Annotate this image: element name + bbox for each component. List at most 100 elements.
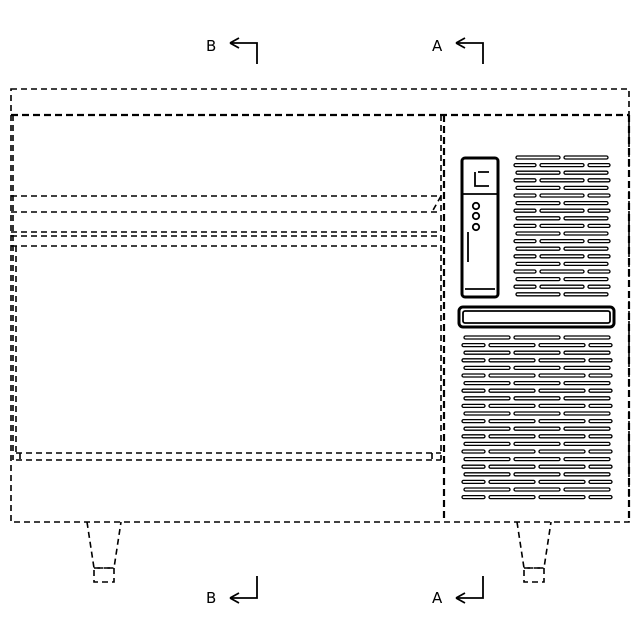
middle-rail bbox=[11, 232, 441, 246]
vent-slot bbox=[589, 404, 612, 407]
display-icon bbox=[475, 172, 489, 186]
vent-slot bbox=[540, 240, 584, 243]
vent-slot bbox=[462, 344, 485, 347]
vent-slot bbox=[589, 450, 612, 453]
vent-slot bbox=[564, 217, 608, 220]
vent-slot bbox=[514, 366, 560, 369]
vent-slot bbox=[464, 397, 510, 400]
vent-slot bbox=[539, 404, 585, 407]
vent-slot bbox=[539, 359, 585, 362]
vent-slot bbox=[564, 336, 610, 339]
rail-chamfer bbox=[432, 196, 441, 212]
vent-slot bbox=[489, 389, 535, 392]
vent-slot bbox=[516, 156, 560, 159]
vent-slot bbox=[564, 442, 610, 445]
vent-slot bbox=[489, 420, 535, 423]
vent-slot bbox=[564, 351, 610, 354]
section-label-bottom-left: B bbox=[206, 589, 216, 607]
vent-slot bbox=[464, 442, 510, 445]
vent-slot bbox=[589, 496, 612, 499]
vent-slot bbox=[564, 186, 608, 189]
section-marker-bottom-left: B bbox=[206, 576, 257, 607]
vent-slot bbox=[514, 224, 536, 227]
vent-slot bbox=[539, 435, 585, 438]
storage-compartment bbox=[11, 115, 441, 460]
lower-rail-ends bbox=[20, 453, 432, 460]
indicator-light-1 bbox=[473, 203, 479, 209]
section-marker-top-right: A bbox=[432, 37, 483, 64]
vent-slot bbox=[588, 179, 610, 182]
foot-pad bbox=[94, 568, 114, 582]
vent-slot bbox=[564, 262, 608, 265]
vent-slot bbox=[540, 179, 584, 182]
lower-rail bbox=[16, 453, 441, 460]
vent-slot bbox=[464, 458, 510, 461]
vent-slot bbox=[540, 285, 584, 288]
section-cut-arrow-icon bbox=[456, 576, 483, 598]
vent-slot bbox=[514, 285, 536, 288]
vent-slot bbox=[539, 389, 585, 392]
vent-slot bbox=[539, 450, 585, 453]
vent-slot bbox=[564, 382, 610, 385]
vent-slot bbox=[462, 374, 485, 377]
vent-slot bbox=[462, 480, 485, 483]
vent-slot bbox=[539, 465, 585, 468]
vent-slot bbox=[540, 209, 584, 212]
vent-slot bbox=[516, 262, 560, 265]
vent-slot bbox=[540, 164, 584, 167]
vent-slot bbox=[464, 336, 510, 339]
vent-slot bbox=[516, 247, 560, 250]
indicator-light-3 bbox=[473, 224, 479, 230]
handle-bar bbox=[459, 307, 614, 327]
vent-slot bbox=[564, 232, 608, 235]
vent-slot bbox=[588, 255, 610, 258]
vent-grille-upper bbox=[514, 156, 610, 296]
vent-slot bbox=[516, 217, 560, 220]
vent-slot bbox=[514, 442, 560, 445]
vent-slot bbox=[564, 171, 608, 174]
vent-slot bbox=[540, 255, 584, 258]
vent-slot bbox=[489, 435, 535, 438]
vent-slot bbox=[540, 270, 584, 273]
vent-slot bbox=[514, 488, 560, 491]
vent-slot bbox=[588, 194, 610, 197]
vent-slot bbox=[464, 427, 510, 430]
foot-right bbox=[517, 522, 551, 582]
vent-slot bbox=[564, 278, 608, 281]
vent-slot bbox=[489, 450, 535, 453]
section-label-top-left: B bbox=[206, 37, 216, 55]
vent-slot bbox=[462, 465, 485, 468]
vent-slot bbox=[589, 374, 612, 377]
vent-slot bbox=[589, 465, 612, 468]
vent-slot bbox=[588, 164, 610, 167]
vent-slot bbox=[514, 194, 536, 197]
vent-slot bbox=[464, 488, 510, 491]
vent-slot bbox=[588, 270, 610, 273]
vent-slot bbox=[462, 389, 485, 392]
vent-slot bbox=[539, 344, 585, 347]
vent-slot bbox=[588, 224, 610, 227]
vent-slot bbox=[514, 164, 536, 167]
vent-slot bbox=[462, 450, 485, 453]
vent-slot bbox=[564, 366, 610, 369]
vent-slot bbox=[588, 209, 610, 212]
section-label-top-right: A bbox=[432, 37, 443, 55]
section-cut-arrow-icon bbox=[230, 576, 257, 598]
foot-pad bbox=[524, 568, 544, 582]
vent-slot bbox=[514, 397, 560, 400]
vent-slot bbox=[540, 224, 584, 227]
vent-slot bbox=[539, 496, 585, 499]
vent-slot bbox=[514, 336, 560, 339]
vent-slot bbox=[514, 412, 560, 415]
handle-inner bbox=[463, 311, 610, 323]
vent-slot bbox=[539, 374, 585, 377]
vent-slot bbox=[564, 458, 610, 461]
vent-slot bbox=[464, 351, 510, 354]
vent-slot bbox=[514, 351, 560, 354]
vent-slot bbox=[564, 156, 608, 159]
vent-slot bbox=[564, 397, 610, 400]
vent-slot bbox=[462, 435, 485, 438]
vent-slot bbox=[516, 186, 560, 189]
vent-slot bbox=[514, 209, 536, 212]
